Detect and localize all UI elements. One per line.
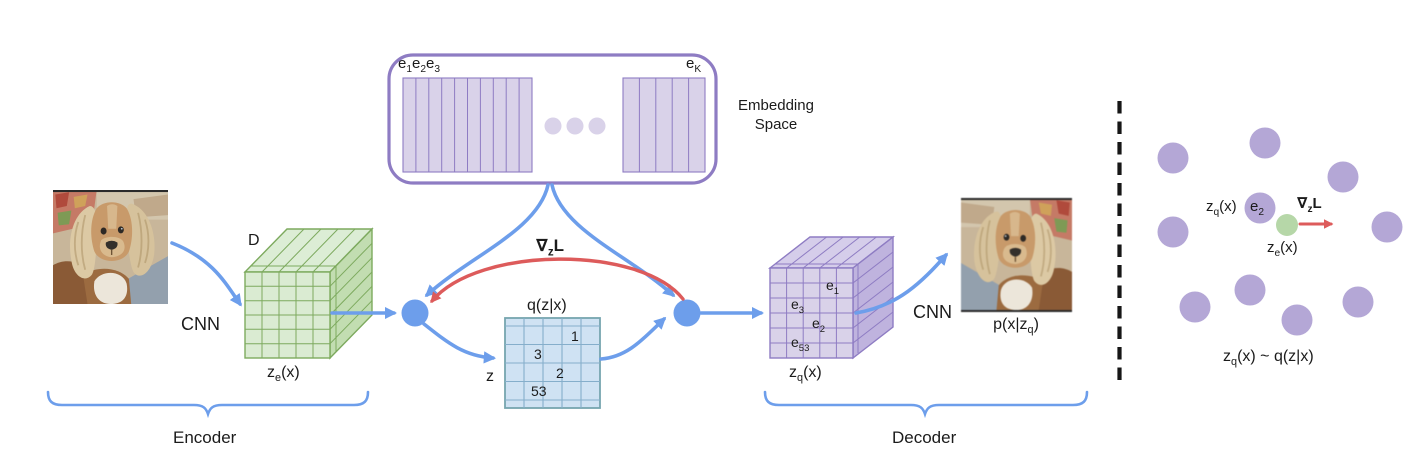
cube-e53-label: e53 (791, 334, 810, 354)
codebook-columns-left (402, 77, 533, 173)
embedding-to-left-node-arrow (424, 183, 550, 298)
encoder-cnn-label: CNN (181, 314, 220, 334)
cube-e1-label: e1 (826, 277, 840, 297)
right-quantize-node (673, 299, 701, 327)
e2-label: e2 (412, 55, 427, 75)
encoder-brace-label: Encoder (173, 428, 237, 447)
e1-label: e1 (398, 55, 413, 75)
gradient-arrow (430, 257, 685, 304)
cnn-decoder-arrow (854, 252, 949, 315)
pxzq-label: p(x|zq) (993, 316, 1039, 337)
codebook-ellipsis-dots (544, 117, 606, 135)
panel-ze-label: ze(x) (1267, 239, 1298, 259)
decoder-cnn-label: CNN (913, 302, 952, 322)
codebook-columns-right (622, 77, 706, 173)
zq-cube (767, 235, 896, 360)
encoder-brace (46, 390, 370, 419)
grid-cell-2: 2 (556, 365, 564, 381)
embedding-space-box (387, 53, 718, 185)
decoder-brace (763, 390, 1089, 419)
output-dog-photo (961, 198, 1072, 312)
codebook-labels-e123: e1e2e3 (398, 55, 441, 75)
panel-e2-label: e2 (1250, 198, 1265, 218)
left-quantize-node (401, 299, 429, 327)
e2-embedding-circle (1244, 192, 1276, 224)
qzx-grid-title: q(z|x) (527, 297, 567, 314)
decoder-brace-label: Decoder (892, 428, 957, 447)
cube-e3-label: e3 (791, 296, 805, 316)
panel-formula-label: zq(x) ~ q(z|x) (1223, 348, 1314, 369)
e3-label: e3 (426, 55, 441, 75)
ze-point (1276, 214, 1298, 236)
panel-gradient-label: ∇zL (1297, 195, 1322, 215)
gradient-label: ∇zL (536, 236, 565, 259)
z-label: z (486, 368, 494, 385)
input-dog-photo (53, 190, 168, 304)
zq-label: zq(x) (789, 364, 822, 385)
ek-label: eK (686, 55, 702, 75)
embedding-scatter (1157, 127, 1403, 336)
grid-cell-53: 53 (531, 383, 547, 399)
node-to-grid-arrow (422, 322, 497, 364)
embedding-space-title: Embedding Space (738, 97, 814, 133)
cnn-encoder-arrow (170, 241, 242, 307)
ze-cube (243, 227, 374, 360)
depth-d-label: D (248, 232, 260, 249)
latent-grid (504, 317, 601, 409)
grid-cell-1: 1 (571, 328, 579, 344)
grid-to-node-arrow (599, 316, 667, 361)
embedding-to-right-node-arrow (550, 183, 676, 298)
ze-label: ze(x) (267, 364, 300, 385)
panel-zq-label: zq(x) (1206, 198, 1237, 218)
grid-cell-3: 3 (534, 346, 542, 362)
cube-e2-label: e2 (812, 315, 826, 335)
